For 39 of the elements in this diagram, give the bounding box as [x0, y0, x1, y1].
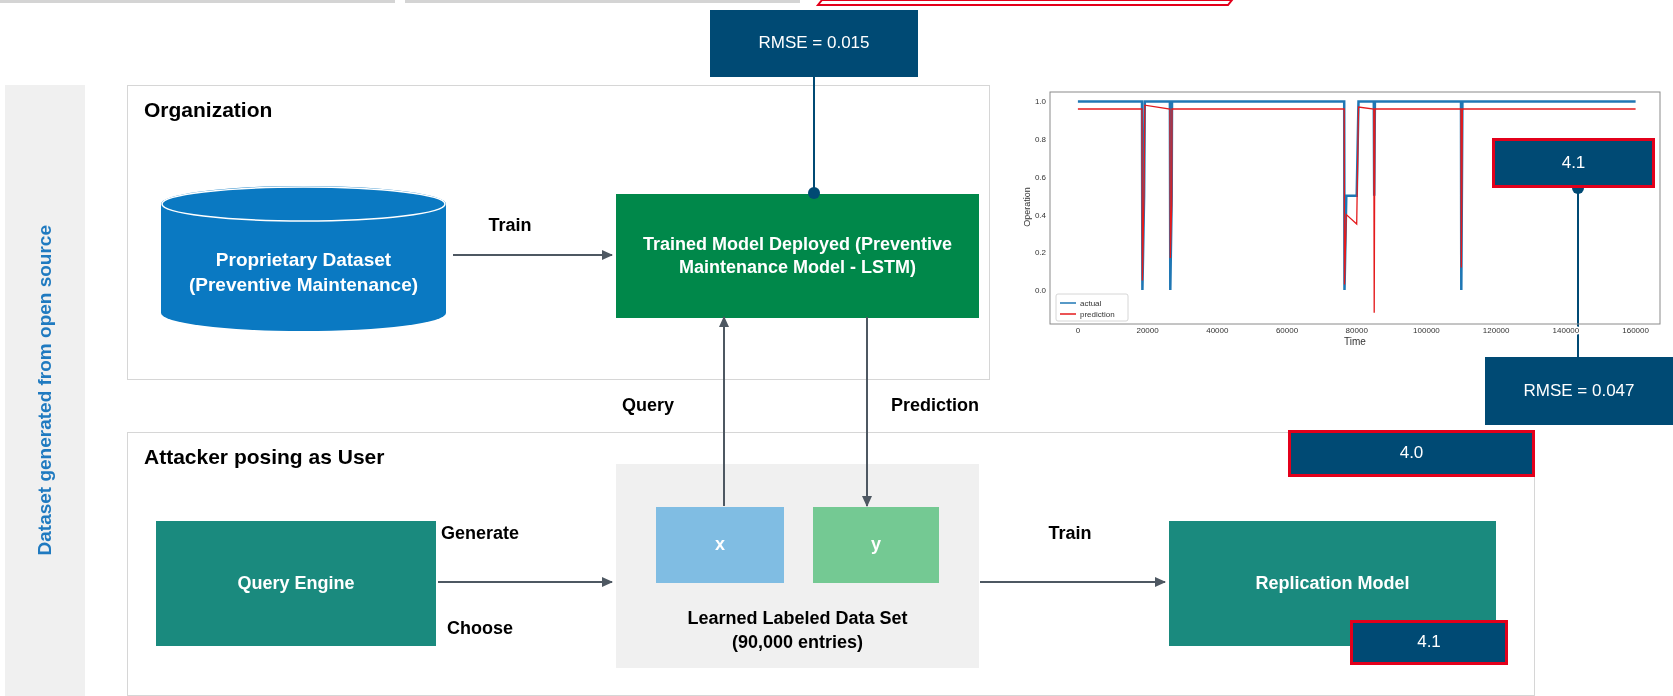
edge-label: Train — [1048, 522, 1092, 544]
axis-title: Operation — [1022, 187, 1032, 227]
legend-label: actual — [1080, 299, 1102, 308]
metric-label: RMSE = 0.015 — [758, 32, 870, 55]
tick-label: 0 — [1075, 326, 1081, 335]
metric-label: RMSE = 0.047 — [1523, 379, 1635, 402]
node-label: Trained Model Deployed (Preventive Maintenance Model - LSTM) — [641, 232, 954, 279]
panel-title: Organization — [144, 97, 273, 123]
axis-title: Time — [1344, 336, 1366, 347]
tick-label: 0.0 — [1034, 286, 1046, 296]
tick-label: 60000 — [1275, 326, 1299, 335]
node-label: x — [715, 533, 725, 557]
tick-label: 0.2 — [1034, 248, 1046, 258]
node-label: y — [871, 533, 881, 557]
edge-label: Query — [622, 394, 674, 416]
tick-label: 20000 — [1136, 326, 1159, 335]
tick-label: 1.0 — [1034, 97, 1046, 107]
tick-label: 100000 — [1413, 326, 1440, 335]
metric-label: 4.1 — [1417, 631, 1441, 654]
tick-label: 0.8 — [1034, 135, 1046, 145]
tick-label: 0.4 — [1034, 210, 1046, 220]
tick-label: 160000 — [1622, 326, 1649, 335]
node-label: Replication Model — [1255, 571, 1410, 595]
flow-label: Choose — [447, 617, 513, 639]
metric-label: 4.0 — [1399, 442, 1424, 465]
edge-label: Prediction — [891, 394, 979, 416]
tick-label: 0.6 — [1034, 172, 1046, 182]
edge-label: Generate — [441, 522, 519, 544]
tick-label: 120000 — [1482, 326, 1510, 335]
legend-label: prediction — [1080, 310, 1115, 319]
node-label: Proprietary Dataset (Preventive Maintenance) — [187, 247, 420, 297]
node-label: Learned Labeled Data Set (90,000 entries) — [686, 607, 909, 654]
tick-label: 80000 — [1345, 326, 1368, 335]
tick-label: 40000 — [1206, 326, 1229, 335]
panel-title: Attacker posing as User — [144, 444, 385, 470]
node-label: Query Engine — [237, 571, 355, 595]
edge-label: Train — [488, 214, 532, 236]
band-label: Dataset generated from open source — [32, 225, 56, 556]
metric-label: 4.1 — [1561, 151, 1586, 174]
